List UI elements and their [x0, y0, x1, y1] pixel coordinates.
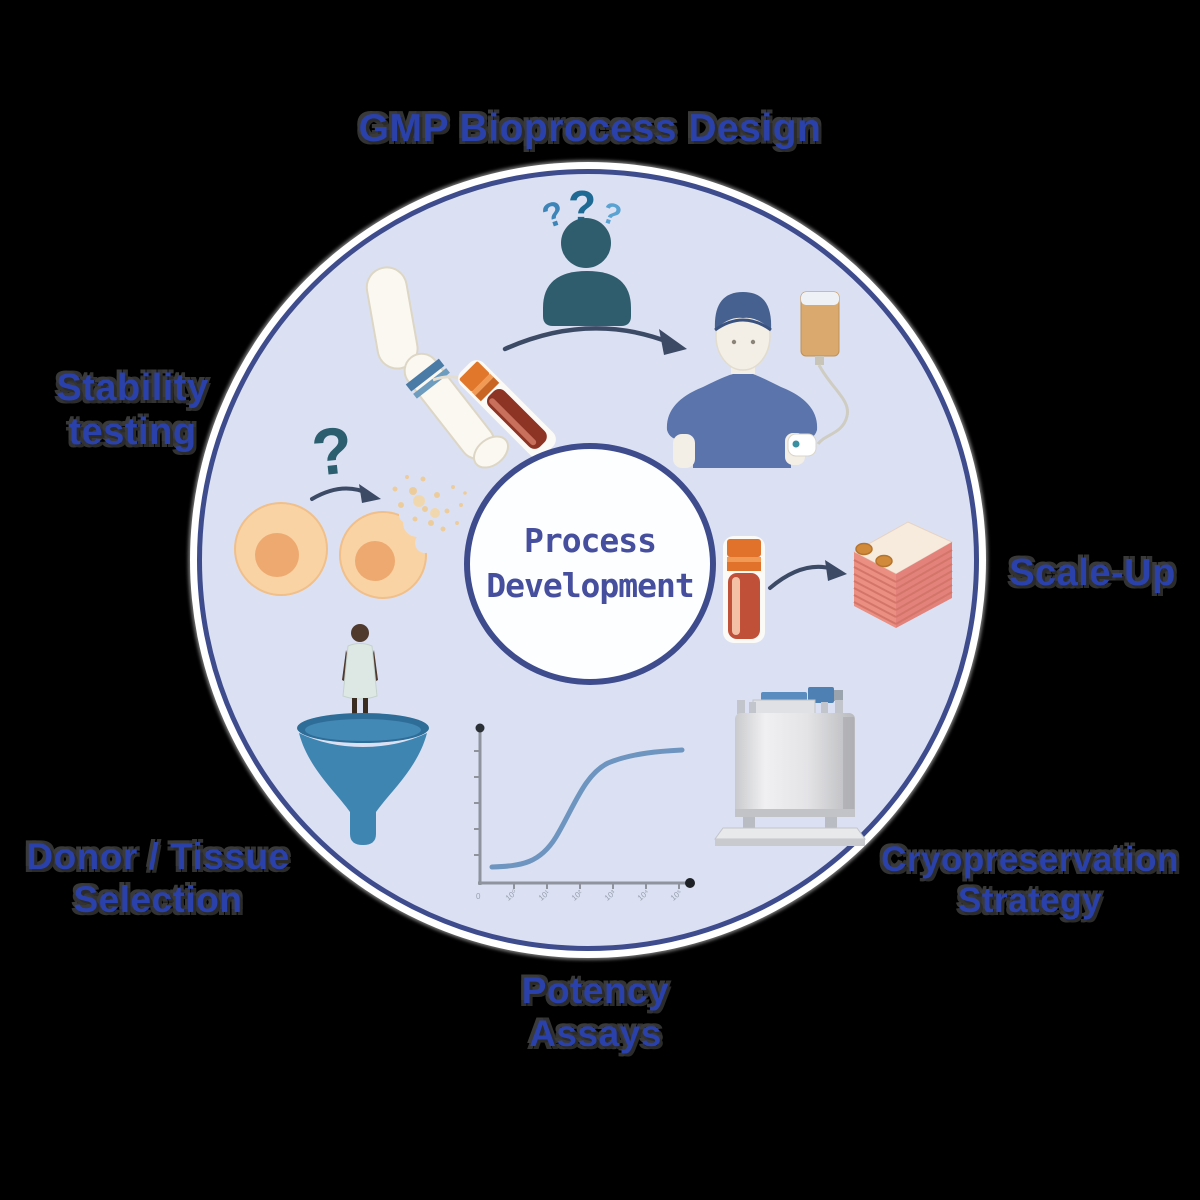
surgical-cap-icon — [714, 292, 772, 330]
label-stability-line1: Stability — [56, 367, 209, 409]
iv-bag-icon — [800, 291, 849, 445]
center-line1: Process — [523, 521, 657, 561]
label-stability-testing: Stability testing — [15, 366, 250, 454]
donor-person-icon — [342, 624, 378, 720]
cryo-tank-icon — [714, 687, 866, 846]
center-line2: Development — [486, 566, 695, 605]
label-potency-line1: Potency — [521, 970, 670, 1011]
svg-text:10⁰: 10⁰ — [504, 888, 519, 903]
cell-debris-particles — [392, 475, 467, 532]
selection-funnel-icon — [297, 624, 429, 845]
curved-arrow-icon — [502, 326, 687, 355]
thinking-person-icon — [543, 218, 631, 326]
label-stability-line2: testing — [68, 411, 197, 454]
dose-response-chart: 0 10⁰ 10¹ 10² 10³ 10⁴ 10⁵ — [474, 723, 695, 903]
curved-arrow-icon — [768, 560, 847, 590]
svg-text:10⁴: 10⁴ — [636, 887, 652, 902]
scrub-shirt — [666, 374, 818, 468]
label-potency-assays: Potency Assays — [478, 970, 713, 1056]
x-origin-tick-label: 0 — [476, 892, 481, 901]
x-tick-labels: 10⁰ 10¹ 10² 10³ 10⁴ 10⁵ — [504, 887, 684, 902]
process-development-hub: Process Development — [464, 443, 716, 685]
svg-text:10²: 10² — [570, 888, 585, 903]
cell-stability-icon — [234, 475, 467, 599]
svg-text:10⁵: 10⁵ — [669, 888, 684, 903]
label-donor-tissue-selection: Donor / Tissue Selection — [8, 836, 308, 922]
label-donor-line2: Selection — [73, 878, 243, 920]
label-donor-line1: Donor / Tissue — [26, 836, 290, 877]
label-gmp-bioprocess-design: GMP Bioprocess Design — [358, 107, 822, 150]
cryovial-icon — [723, 536, 765, 643]
sigmoid-curve — [489, 747, 685, 870]
blood-draw-arm-icon — [365, 266, 556, 469]
svg-text:10¹: 10¹ — [537, 888, 552, 903]
multilayer-flask-icon — [852, 521, 954, 628]
blood-tube-icon — [458, 360, 556, 458]
svg-text:10³: 10³ — [603, 888, 618, 903]
label-cryopreservation-strategy: Cryopreservation Strategy — [855, 840, 1200, 921]
patient-infusion-icon — [666, 291, 849, 468]
label-potency-line2: Assays — [529, 1012, 662, 1054]
label-cryo-line1: Cryopreservation — [881, 840, 1179, 879]
label-scale-up: Scale-Up — [1009, 552, 1176, 594]
label-cryo-line2: Strategy — [957, 880, 1103, 920]
